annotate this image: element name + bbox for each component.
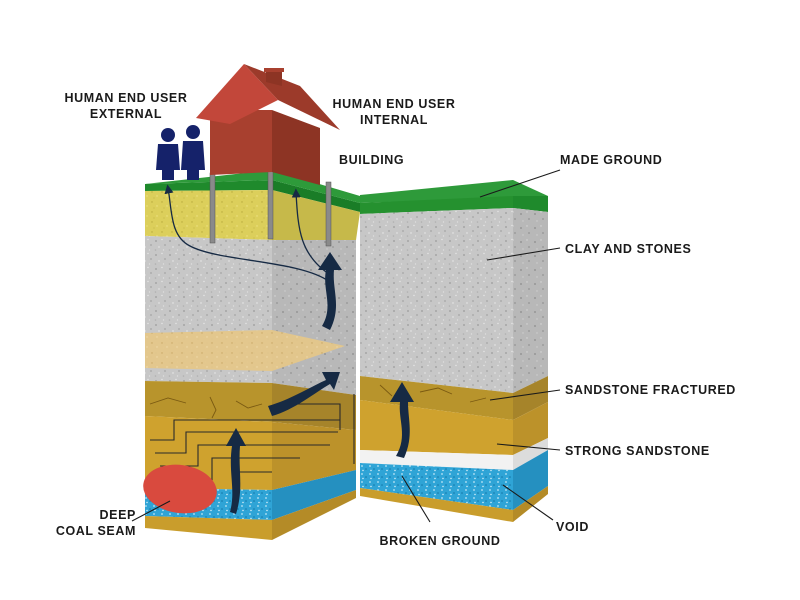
leader-broken-ground (401, 475, 431, 523)
left-side-made-ground (272, 180, 360, 212)
leader-made-ground (479, 169, 561, 198)
label-human-end-user-internal: HUMAN END USER INTERNAL (332, 97, 456, 127)
leader-coal-seam (131, 500, 171, 522)
label-broken-ground: BROKEN GROUND (379, 534, 501, 548)
gas-plume-arrows (226, 252, 414, 514)
deep-coal-seam-shape (143, 464, 217, 514)
gas-plume-coal (226, 428, 246, 514)
house-roof-front (196, 64, 278, 124)
leader-clay (486, 247, 561, 261)
right-side-clay (513, 208, 548, 393)
gas-plume-fracture (268, 372, 340, 416)
leader-strong-sandstone (496, 443, 561, 451)
label-made-ground: MADE GROUND (560, 153, 663, 167)
left-side-base (272, 490, 356, 540)
right-strong-sandstone-front (360, 400, 513, 455)
gas-plume-clay (318, 252, 342, 330)
right-side-void (513, 438, 548, 470)
right-side-strong-sandstone (513, 402, 548, 455)
house-icon (196, 64, 340, 185)
left-side-broken-ground (272, 470, 356, 520)
leader-lines (131, 169, 561, 523)
house-wall-front (210, 110, 272, 175)
left-block-side (272, 180, 360, 540)
left-side-strong-sandstone (272, 422, 356, 490)
left-sandstone-fractured-front (145, 381, 272, 422)
leader-void (502, 484, 554, 521)
fracture-cracks (149, 384, 487, 419)
label-void: VOID (556, 520, 589, 534)
label-deep-coal-seam: DEEP COAL SEAM (55, 508, 136, 538)
gas-plume-right (390, 382, 414, 458)
right-broken-ground-front (360, 463, 513, 510)
sand-lens (145, 330, 345, 371)
label-sandstone-fractured: SANDSTONE FRACTURED (565, 383, 736, 397)
left-made-ground-front (145, 180, 272, 191)
label-building: BUILDING (339, 153, 405, 167)
house-chimney-top (264, 68, 284, 72)
right-sandstone-fractured-front (360, 376, 513, 420)
leader-sandstone-fractured (489, 389, 561, 401)
right-side-sandstone-fractured (513, 376, 548, 420)
left-base-front (145, 516, 272, 540)
right-side-made-ground (513, 196, 548, 212)
left-side-sandstone-fractured (272, 383, 356, 430)
right-block (360, 180, 548, 522)
right-clay-front (360, 208, 513, 393)
mine-workings (150, 394, 355, 481)
house-wall-side (272, 110, 320, 185)
house-chimney (266, 70, 282, 86)
people-icon (156, 125, 205, 180)
label-strong-sandstone: STRONG SANDSTONE (565, 444, 710, 458)
gas-path-external (164, 184, 331, 283)
left-side-clay (272, 240, 356, 395)
right-base-front (360, 488, 513, 522)
label-human-end-user-external: HUMAN END USER EXTERNAL (64, 91, 188, 121)
label-clay-and-stones: CLAY AND STONES (565, 242, 692, 256)
left-side-yellow (272, 190, 360, 240)
right-side-broken-ground (513, 450, 548, 510)
left-yellow-layer-front (145, 190, 272, 240)
